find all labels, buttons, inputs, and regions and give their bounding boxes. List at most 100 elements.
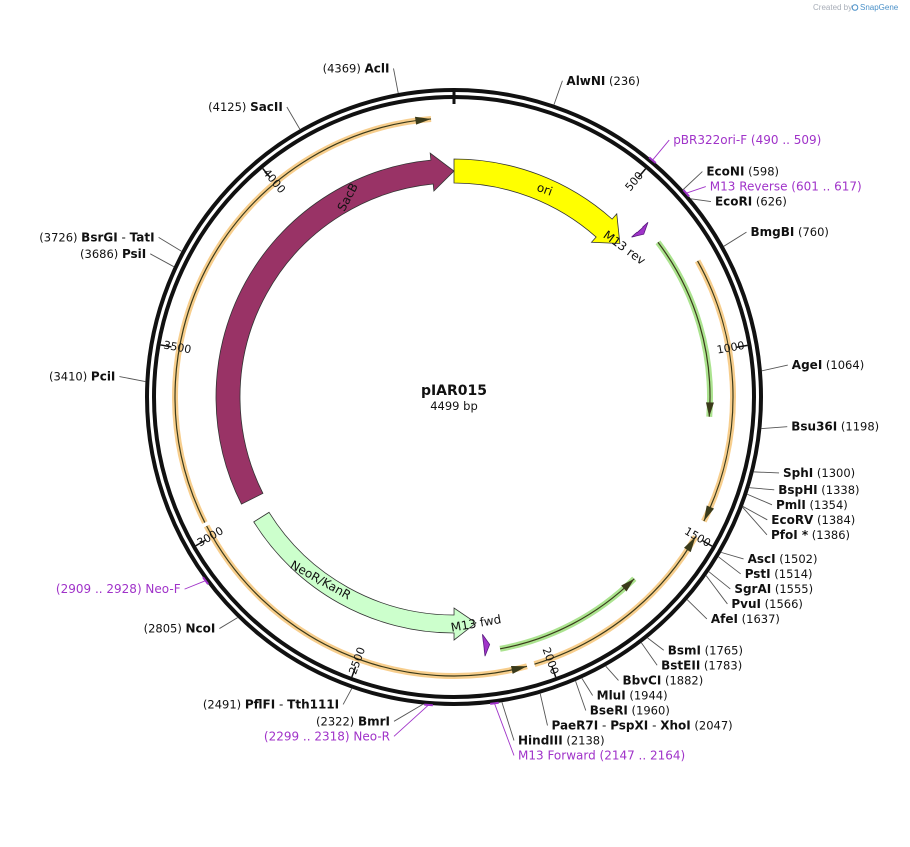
site-bmgbi-3-label-part: (760) bbox=[794, 225, 829, 239]
orf-arc-3 bbox=[534, 536, 697, 665]
site-bmgbi-3-label-part: BmgBI bbox=[750, 225, 794, 239]
site-psti-12-label-part: PstI bbox=[745, 567, 771, 581]
feature-ori bbox=[453, 158, 621, 244]
site-ecorv-9-leader bbox=[742, 506, 768, 521]
snapgene-brand: SnapGene bbox=[860, 3, 899, 12]
site-sgrai-13-leader bbox=[708, 571, 731, 590]
site-pvui-14-leader bbox=[705, 575, 728, 605]
site-psti-12-label-part: (1514) bbox=[771, 567, 813, 581]
site-bsu36i-5-label-part: Bsu36I bbox=[791, 420, 837, 434]
site-bsu36i-5-label-part: (1198) bbox=[837, 420, 879, 434]
tick-label-3500: 3500 bbox=[162, 339, 192, 357]
site-ecori-2-leader bbox=[690, 198, 712, 202]
site-paer7i-pspxi-xhoi-21-label-part: - bbox=[648, 718, 660, 732]
site-bseri-20-leader bbox=[575, 680, 587, 711]
site-agei-4-label: AgeI (1064) bbox=[792, 358, 864, 372]
site-pmli-8-leader bbox=[747, 493, 773, 506]
site-bmri-23-label: (2322) BmrI bbox=[316, 714, 390, 728]
site-bbvci-18-leader bbox=[605, 665, 619, 681]
site-hindiii-22-label: HindIII (2138) bbox=[518, 733, 605, 747]
site-econi-1-label-part: (598) bbox=[744, 165, 779, 179]
site-psii-27-label-part: (3686) bbox=[80, 247, 122, 261]
site-bsrgi-tati-28-label-part: (3726) bbox=[39, 230, 81, 244]
site-pvui-14-label: PvuI (1566) bbox=[731, 597, 803, 611]
site-layer: AlwNI (236)EcoNI (598)EcoRI (626)BmgBI (… bbox=[39, 61, 879, 747]
site-paer7i-pspxi-xhoi-21-label: PaeR7I - PspXI - XhoI (2047) bbox=[551, 718, 732, 732]
site-bsphi-7-label-part: BspHI bbox=[778, 483, 817, 497]
site-hindiii-22-label-part: (2138) bbox=[563, 733, 605, 747]
primer-pbr322ori-f-0-label: pBR322ori-F (490 .. 509) bbox=[673, 133, 821, 147]
site-agei-4-label-part: AgeI bbox=[792, 358, 822, 372]
site-afei-15-label: AfeI (1637) bbox=[711, 612, 780, 626]
site-pflfi-tth111i-24-label-part: Tth111I bbox=[287, 697, 339, 711]
site-bsmi-16-label-part: (1765) bbox=[701, 643, 743, 657]
site-pflfi-tth111i-24-label-part: - bbox=[275, 697, 287, 711]
primer-m13-forward-2-label: M13 Forward (2147 .. 2164) bbox=[518, 748, 685, 762]
site-paer7i-pspxi-xhoi-21-label-part: (2047) bbox=[691, 718, 733, 732]
site-bsu36i-5-leader bbox=[761, 426, 788, 430]
site-sphi-6-label-part: SphI bbox=[783, 466, 813, 480]
site-asci-11-label: AscI (1502) bbox=[748, 552, 818, 566]
site-ecori-2-label: EcoRI (626) bbox=[715, 195, 787, 209]
feature-neor-kanr bbox=[253, 511, 477, 641]
site-psti-12-leader bbox=[718, 556, 741, 575]
site-bsrgi-tati-28-label-part: TatI bbox=[130, 230, 155, 244]
orf-arrow-5 bbox=[415, 116, 432, 125]
site-ncoi-25-label-part: NcoI bbox=[186, 622, 216, 636]
primer-layer: pBR322ori-F (490 .. 509) M13 Reverse (601… bbox=[56, 133, 862, 762]
site-ecori-2-label-part: EcoRI bbox=[715, 195, 752, 209]
orf-arrow-2 bbox=[703, 505, 715, 522]
primer-pbr322ori-f-0-leader bbox=[652, 139, 670, 161]
site-pmli-8-label-part: (1354) bbox=[806, 498, 848, 512]
primer-m13-reverse-1-mark bbox=[682, 189, 690, 198]
site-sacii-29-label: (4125) SacII bbox=[208, 100, 283, 114]
site-pfoi-10-label-part: PfoI * bbox=[771, 528, 809, 542]
tick-500 bbox=[637, 168, 647, 178]
site-mlui-19-label: MluI (1944) bbox=[597, 688, 668, 702]
backbone-group bbox=[145, 88, 763, 706]
orf-arrow-0 bbox=[705, 402, 714, 417]
site-bmri-23-label-part: BmrI bbox=[358, 714, 390, 728]
feature-sacb bbox=[215, 152, 455, 505]
site-bsmi-16-leader bbox=[647, 637, 665, 651]
primer-neo-r-3-label-part: (2299 .. 2318) Neo-R bbox=[264, 729, 390, 743]
tick-2500 bbox=[351, 666, 357, 678]
tick-1000 bbox=[736, 344, 748, 348]
tick-label-1000: 1000 bbox=[716, 339, 746, 357]
site-ecorv-9-label: EcoRV (1384) bbox=[771, 513, 855, 527]
site-bsrgi-tati-28-leader bbox=[158, 236, 182, 252]
plasmid-name: pIAR015 bbox=[421, 383, 487, 399]
primer-m13-forward-2-leader bbox=[494, 703, 515, 756]
site-bsteii-17-leader bbox=[641, 642, 658, 666]
site-sacii-29-label-part: SacII bbox=[250, 100, 283, 114]
site-paer7i-pspxi-xhoi-21-label-part: PspXI bbox=[610, 718, 648, 732]
site-bmri-23-leader bbox=[393, 704, 423, 722]
feature-m13-rev bbox=[631, 222, 649, 238]
site-bsu36i-5-label: Bsu36I (1198) bbox=[791, 420, 879, 434]
site-bsteii-17-label-part: (1783) bbox=[700, 658, 742, 672]
primer-pbr322ori-f-0-mark bbox=[648, 156, 657, 164]
site-bsrgi-tati-28-label-part: BsrGI bbox=[81, 230, 118, 244]
site-asci-11-label-part: AscI bbox=[748, 552, 776, 566]
site-sacii-29-label-part: (4125) bbox=[208, 100, 250, 114]
site-ecorv-9-label-part: (1384) bbox=[813, 513, 855, 527]
orf-arrow-3 bbox=[684, 536, 696, 553]
orf-arc-5 bbox=[174, 118, 432, 523]
primer-neo-r-3-mark bbox=[424, 703, 433, 707]
created-by-text: Created by bbox=[813, 3, 852, 12]
orf-arc-4 bbox=[206, 525, 528, 677]
site-agei-4-leader bbox=[761, 364, 788, 372]
site-bseri-20-label: BseRI (1960) bbox=[590, 703, 670, 717]
site-pvui-14-label-part: PvuI bbox=[731, 597, 761, 611]
site-pflfi-tth111i-24-label: (2491) PflFI - Tth111I bbox=[203, 697, 339, 711]
site-pcii-26-label: (3410) PciI bbox=[49, 370, 115, 384]
site-bsmi-16-label-part: BsmI bbox=[668, 643, 701, 657]
primer-m13-reverse-1-label: M13 Reverse (601 .. 617) bbox=[710, 180, 862, 194]
plasmid-length: 4499 bp bbox=[430, 399, 478, 413]
orf-arc-1 bbox=[499, 578, 635, 650]
site-sgrai-13-label: SgrAI (1555) bbox=[734, 582, 813, 596]
site-bmgbi-3-label: BmgBI (760) bbox=[750, 225, 828, 239]
site-paer7i-pspxi-xhoi-21-label-part: XhoI bbox=[660, 718, 691, 732]
site-pfoi-10-leader bbox=[742, 506, 768, 536]
